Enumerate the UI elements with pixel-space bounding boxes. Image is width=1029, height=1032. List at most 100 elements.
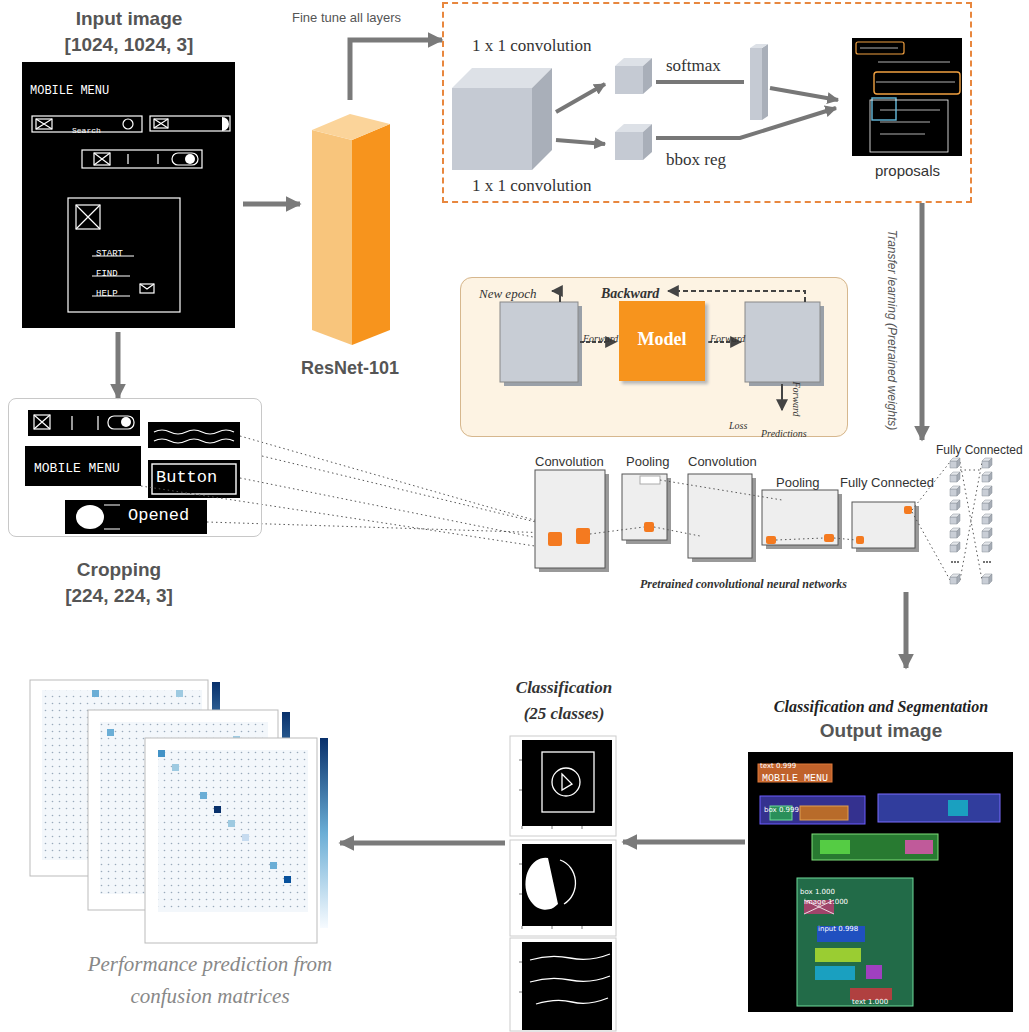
label-slot: MOBILE MENU [30, 80, 109, 98]
cnn-layers [576, 528, 590, 544]
edge-label: Transfer learning (Pretrained weights) [885, 230, 899, 431]
cnn-layers [950, 500, 960, 510]
node-text: Performance prediction from confusion ma… [88, 952, 333, 1008]
crop-leader-lines [207, 522, 584, 534]
confusion-matrices [270, 862, 277, 869]
cropped-elements [76, 505, 104, 529]
training-loop [552, 291, 805, 410]
proposals-picture [852, 38, 962, 156]
output-image: Classification and SegmentationOutput im… [745, 668, 1017, 1015]
class-samples [552, 768, 580, 796]
cnn-layers [989, 561, 991, 563]
flow-arrow [340, 841, 505, 846]
proposals-image: proposals [850, 36, 965, 186]
proposals-picture [870, 100, 948, 152]
input-sketch [82, 150, 202, 168]
node-text: Convolution [535, 454, 604, 469]
input-sketch [76, 205, 100, 229]
cnn-layers [535, 470, 605, 568]
cnn-layers [688, 474, 752, 558]
cropped-elements [148, 422, 240, 448]
input-sketch [154, 119, 168, 128]
cropped-elements [121, 417, 131, 427]
text-slot: Classification and Segmentation [745, 698, 1017, 716]
cnn-layers [856, 536, 864, 544]
class-samples [510, 736, 616, 836]
output-picture [748, 752, 1013, 1012]
cropped-elements [34, 415, 50, 429]
text-slot: Classification [493, 678, 635, 698]
cnn-layers [766, 536, 776, 544]
cnn-layers [590, 527, 644, 534]
cnn-layers [982, 542, 992, 552]
node-text: Backward [601, 286, 659, 301]
flow-arrow [350, 40, 442, 100]
text-slot: Fully Connected [840, 473, 934, 491]
cnn-layers [548, 506, 912, 546]
cnn-layers [957, 561, 959, 563]
rpn-head [556, 140, 605, 144]
class-samples [510, 938, 616, 1031]
rpn-head [762, 44, 768, 120]
input-sketch [76, 205, 100, 229]
node-text: 1 x 1 convolution [472, 36, 591, 55]
edge-label-slot: Fine tune all layers [292, 8, 401, 26]
proposals-picture [872, 98, 896, 120]
input-sketch [68, 198, 180, 312]
rpn-head [532, 68, 552, 170]
sketch-label: HELP [96, 289, 118, 299]
classification-panel: Classification(25 classes) [505, 672, 623, 1032]
confusion-matrices [228, 820, 235, 827]
confusion-matrices [158, 750, 308, 912]
sketch-label: START [96, 249, 123, 259]
rpn-head [656, 80, 744, 84]
text-slot: Output image [745, 720, 1017, 742]
input-image: Input image[1024, 1024, 3] [15, 4, 243, 332]
text-slot: softmax [666, 56, 721, 76]
label-slot: START [96, 242, 123, 260]
flow-arrow [243, 202, 300, 207]
node-text: New epoch [479, 286, 536, 301]
text-slot: ResNet-101 [280, 358, 420, 379]
node-text: Fully Connected [840, 475, 934, 490]
cnn-layers [590, 462, 982, 580]
cnn-layers [954, 561, 956, 563]
confusion-matrices [200, 792, 207, 799]
label-slot: text 0.999 [760, 754, 796, 772]
node-text: [1024, 1024, 3] [65, 34, 194, 55]
training-loop [460, 277, 848, 437]
sketch-label: Search [72, 126, 101, 135]
text-slot: bbox reg [666, 150, 726, 170]
cropped-elements [72, 416, 98, 430]
cnn-layers [622, 474, 667, 540]
confusion-matrices [284, 876, 291, 883]
rpn-head [656, 108, 836, 138]
confusion-matrices [320, 738, 328, 928]
confusion-matrices [92, 690, 99, 697]
output-picture [800, 806, 848, 820]
label-slot: Opened [128, 506, 189, 525]
training-loop [500, 302, 578, 382]
rpn-head [556, 84, 605, 112]
input-sketch [154, 119, 168, 128]
cnn-layers [535, 458, 992, 584]
text-slot: Loss [729, 415, 747, 433]
text-slot: New epoch [479, 284, 536, 302]
flow-arrow [920, 203, 925, 440]
sketch-label: FIND [96, 269, 118, 279]
node-text: Forward [710, 333, 745, 344]
input-sketch [36, 119, 52, 129]
node-text: [224, 224, 3] [65, 585, 173, 606]
node-text: bbox reg [666, 150, 726, 169]
output-picture [815, 948, 861, 962]
node-text: Cropping [77, 559, 161, 580]
resnet-block [352, 124, 390, 345]
label-slot: FIND [96, 262, 118, 280]
output-picture [812, 834, 938, 860]
proposals-picture [874, 72, 960, 94]
confusion-matrices [30, 680, 328, 943]
confusion-matrices [176, 690, 183, 697]
node-text: (25 classes) [524, 704, 605, 723]
cnn-layers [950, 528, 960, 538]
text-slot: Backward [601, 284, 659, 302]
